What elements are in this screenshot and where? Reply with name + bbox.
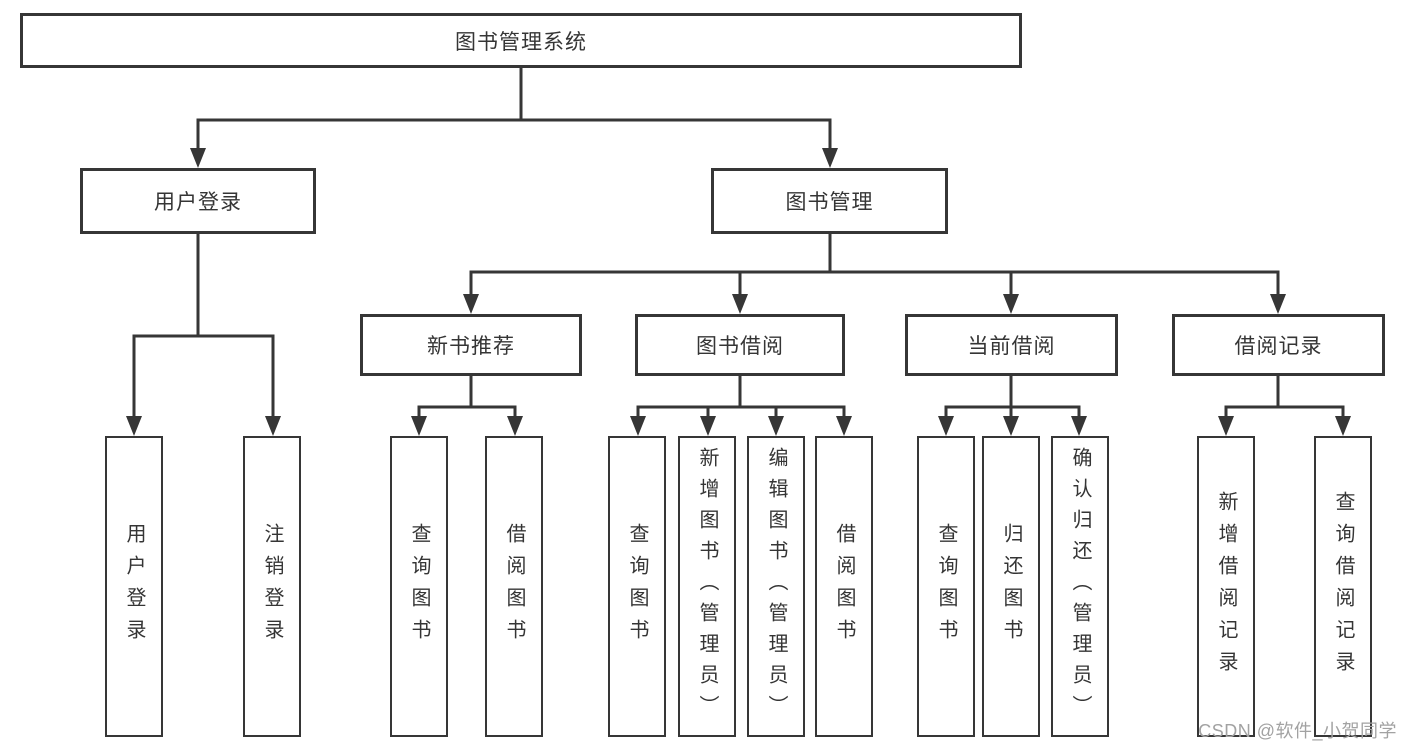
node-book-borrow-label: 图书借阅 [696,335,784,358]
csdn-watermark: CSDN @软件_小贺同学 [1198,721,1397,741]
leaf-query-books-borrow-label: 查询图书 [626,522,648,651]
node-book-management-branch: 图书管理 [711,168,948,234]
leaf-confirm-return-admin-label: 确认归还（管理员） [1069,447,1091,726]
leaf-return-books-label: 归还图书 [1000,522,1022,651]
node-borrow-records-label: 借阅记录 [1234,335,1323,358]
node-book-borrow: 图书借阅 [635,314,845,376]
node-new-book-recommend: 新书推荐 [360,314,582,376]
leaf-return-books: 归还图书 [982,436,1040,737]
leaf-query-books-borrow: 查询图书 [608,436,666,737]
node-user-login-branch-label: 用户登录 [154,191,242,214]
leaf-edit-books-admin: 编辑图书（管理员） [747,436,805,737]
leaf-add-books-admin: 新增图书（管理员） [678,436,736,737]
node-book-management-branch-label: 图书管理 [785,191,874,214]
leaf-query-books-recommend: 查询图书 [390,436,448,737]
leaf-add-books-admin-label: 新增图书（管理员） [696,447,718,726]
leaf-query-books-current: 查询图书 [917,436,975,737]
leaf-query-books-recommend-label: 查询图书 [408,522,430,651]
node-root-label: 图书管理系统 [455,30,587,54]
leaf-query-borrow-record: 查询借阅记录 [1314,436,1372,737]
leaf-edit-books-admin-label: 编辑图书（管理员） [765,447,787,726]
node-root-library-management-system: 图书管理系统 [20,13,1022,68]
leaf-add-borrow-record-label: 新增借阅记录 [1215,490,1237,683]
leaf-query-borrow-record-label: 查询借阅记录 [1332,490,1354,683]
leaf-confirm-return-admin: 确认归还（管理员） [1051,436,1109,737]
leaf-borrow-books-recommend-label: 借阅图书 [503,522,525,651]
node-current-borrow: 当前借阅 [905,314,1118,376]
leaf-borrow-books-label: 借阅图书 [833,522,855,651]
node-user-login-branch: 用户登录 [80,168,316,234]
leaf-user-login-label: 用户登录 [123,522,145,651]
leaf-user-login: 用户登录 [105,436,163,737]
node-borrow-records: 借阅记录 [1172,314,1385,376]
leaf-borrow-books-recommend: 借阅图书 [485,436,543,737]
node-current-borrow-label: 当前借阅 [967,335,1056,358]
node-new-book-recommend-label: 新书推荐 [427,335,515,358]
leaf-add-borrow-record: 新增借阅记录 [1197,436,1255,737]
leaf-logout-label: 注销登录 [261,522,283,651]
leaf-query-books-current-label: 查询图书 [935,522,957,651]
leaf-logout: 注销登录 [243,436,301,737]
leaf-borrow-books: 借阅图书 [815,436,873,737]
